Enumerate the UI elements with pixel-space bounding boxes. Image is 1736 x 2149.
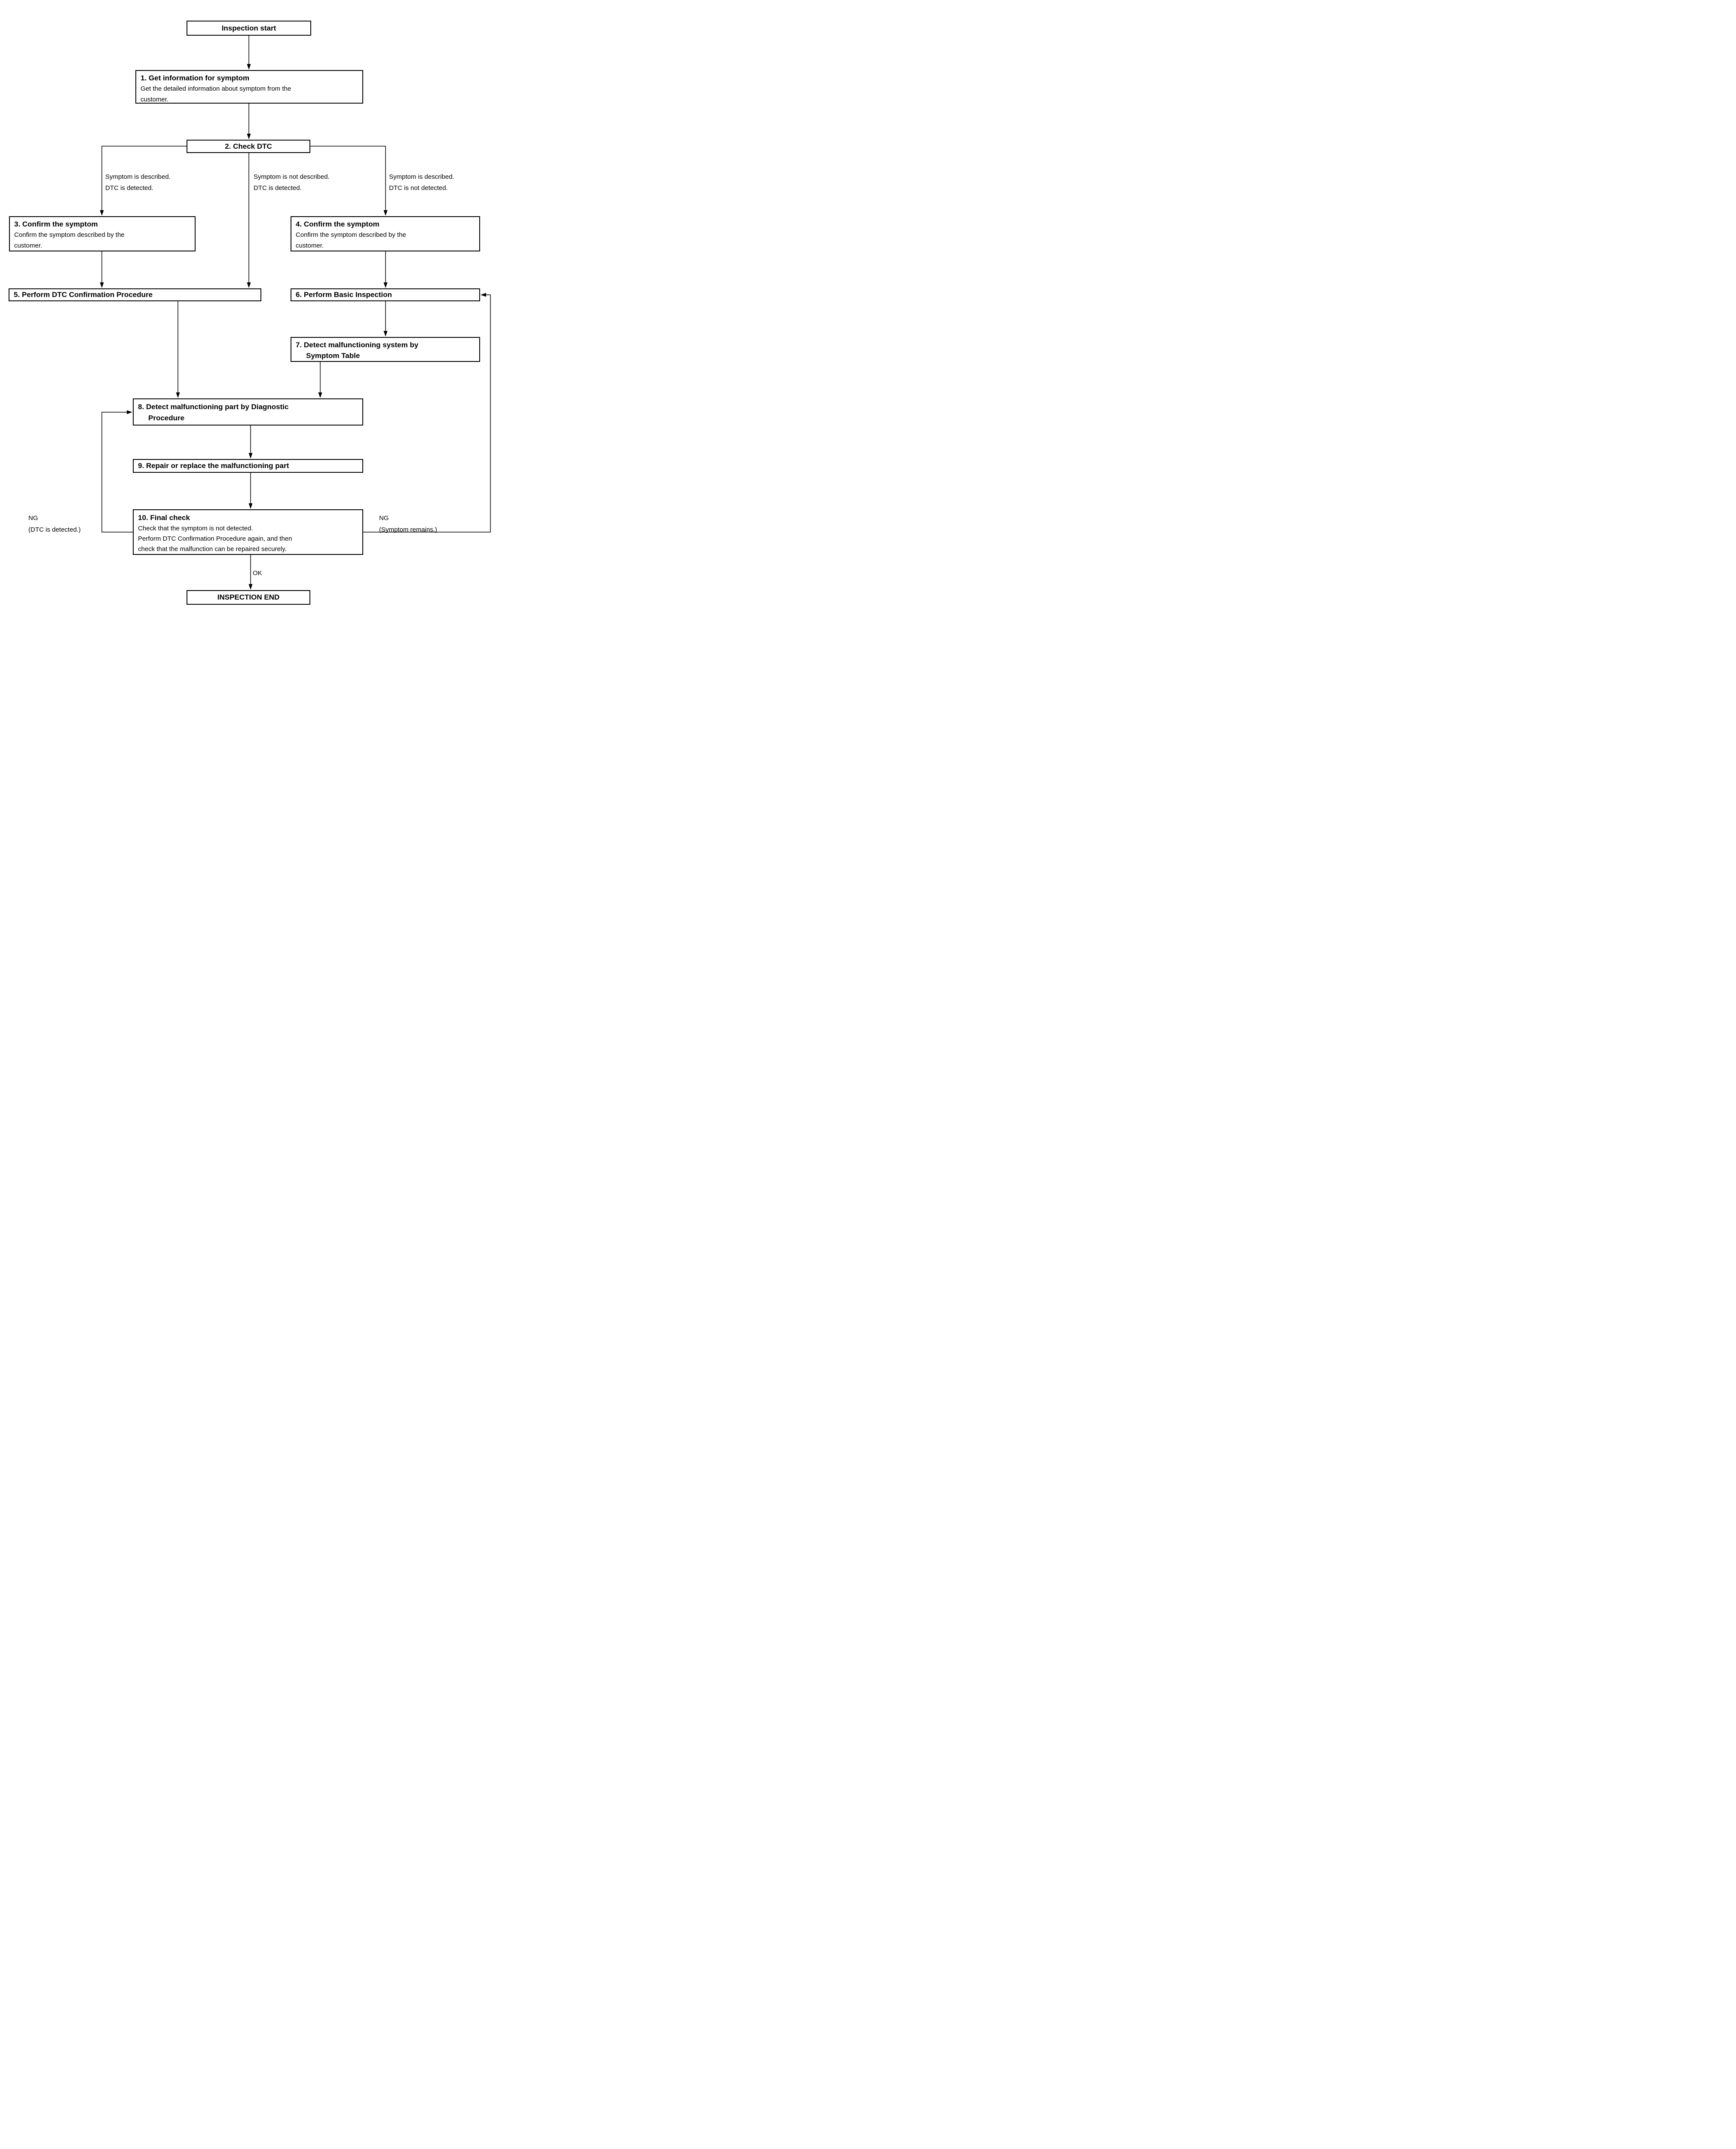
node-title: INSPECTION END: [217, 593, 280, 601]
node-step-10: 10. Final check Check that the symptom i…: [133, 509, 363, 555]
node-body-line: Confirm the symptom described by the: [14, 231, 125, 239]
node-inspection-start: Inspection start: [187, 21, 311, 36]
ng-label-line: NG: [28, 514, 38, 522]
node-title: 1. Get information for symptom: [141, 74, 250, 82]
node-title-line: Procedure: [148, 414, 185, 422]
node-step-7: 7. Detect malfunctioning system by Sympt…: [291, 337, 480, 362]
node-step-9: 9. Repair or replace the malfunctioning …: [133, 459, 363, 473]
node-step-2: 2. Check DTC: [187, 140, 310, 153]
ng-left-label: NG (DTC is detected.): [28, 512, 81, 536]
connectors: [101, 36, 491, 585]
node-title: 5. Perform DTC Confirmation Procedure: [14, 291, 153, 299]
branch-label-line: Symptom is described.: [105, 173, 171, 181]
node-step-3: 3. Confirm the symptom Confirm the sympt…: [9, 216, 196, 251]
node-step-4: 4. Confirm the symptom Confirm the sympt…: [291, 216, 480, 251]
branch-label-line: DTC is not detected.: [389, 184, 448, 192]
node-title: 2. Check DTC: [225, 142, 272, 150]
ng-right-label: NG (Symptom remains.): [379, 512, 437, 536]
node-step-5: 5. Perform DTC Confirmation Procedure: [9, 288, 261, 301]
ng-label-line: (Symptom remains.): [379, 526, 438, 533]
node-step-1: 1. Get information for symptom Get the d…: [135, 70, 363, 104]
node-title: Inspection start: [221, 24, 276, 32]
branch-label-line: DTC is detected.: [105, 184, 153, 192]
node-body-line: customer.: [296, 242, 324, 249]
branch-label-line: DTC is detected.: [254, 184, 302, 192]
node-body-line: Check that the symptom is not detected.: [138, 525, 253, 532]
branch-label-line: Symptom is not described.: [254, 173, 330, 181]
node-title: 10. Final check: [138, 514, 190, 522]
node-title: 4. Confirm the symptom: [296, 220, 380, 228]
branch-label-left: Symptom is described. DTC is detected.: [105, 171, 171, 194]
ng-label-line: (DTC is detected.): [28, 526, 81, 533]
ng-label-line: NG: [379, 514, 389, 522]
connector-lines: [100, 36, 491, 590]
node-body-line: customer.: [14, 242, 43, 249]
flowchart-canvas: Inspection start 1. Get information for …: [0, 0, 495, 671]
node-title-line: Symptom Table: [306, 352, 360, 360]
node-body-line: customer.: [141, 96, 169, 103]
node-title: 3. Confirm the symptom: [14, 220, 98, 228]
node-body-line: Get the detailed information about sympt…: [141, 85, 291, 92]
node-title-line: 8. Detect malfunctioning part by Diagnos…: [138, 403, 289, 411]
branch-label-line: Symptom is described.: [389, 173, 454, 181]
node-inspection-end: INSPECTION END: [187, 590, 310, 605]
node-title: 6. Perform Basic Inspection: [296, 291, 392, 299]
branch-label-middle: Symptom is not described. DTC is detecte…: [254, 171, 330, 194]
branch-label-right: Symptom is described. DTC is not detecte…: [389, 171, 454, 194]
node-step-6: 6. Perform Basic Inspection: [291, 288, 480, 301]
node-step-8: 8. Detect malfunctioning part by Diagnos…: [133, 398, 363, 426]
node-body-line: Perform DTC Confirmation Procedure again…: [138, 535, 292, 542]
arrowheads: [100, 64, 486, 590]
node-body-line: check that the malfunction can be repair…: [138, 545, 287, 553]
node-title-line: 7. Detect malfunctioning system by: [296, 341, 419, 349]
node-body-line: Confirm the symptom described by the: [296, 231, 406, 239]
ok-label: OK: [253, 569, 262, 577]
node-title: 9. Repair or replace the malfunctioning …: [138, 462, 289, 470]
